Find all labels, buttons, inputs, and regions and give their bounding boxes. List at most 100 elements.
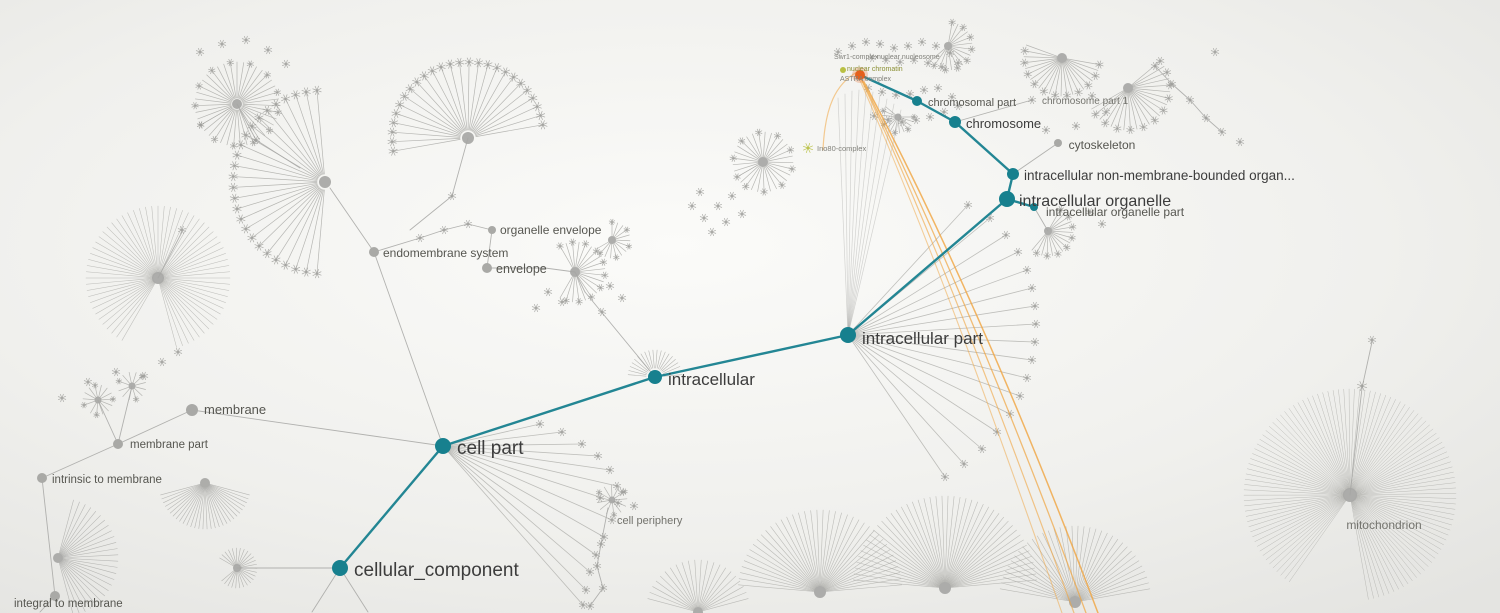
label-membrane[interactable]: membrane (204, 402, 266, 417)
fan-center-node[interactable] (758, 157, 768, 167)
node-cytoskeleton[interactable] (1054, 139, 1062, 147)
fan-center-node[interactable] (693, 607, 703, 613)
node-envelope[interactable] (482, 263, 492, 273)
collapsed-subtree-star-icon (911, 115, 921, 125)
node-endomembrane_system[interactable] (369, 247, 379, 257)
label-membrane_part[interactable]: membrane part (130, 439, 209, 451)
node-cell_part[interactable] (435, 438, 451, 454)
label-organelle_envelope[interactable]: organelle envelope (500, 223, 602, 237)
collapsed-subtree-star-icon (254, 241, 264, 251)
collapsed-subtree-star-icon (1164, 94, 1173, 103)
node-intracellular_organelle[interactable] (999, 191, 1015, 207)
collapsed-subtree-star-icon (903, 41, 913, 51)
fan-cluster (647, 559, 749, 613)
label-nuclear-chromatin: nuclear chromatin (847, 66, 903, 73)
collapsed-subtree-star-icon (1064, 213, 1073, 221)
fan-cluster (595, 484, 628, 519)
label-chromosomal_part[interactable]: chromosomal part (928, 97, 1016, 109)
collapsed-subtree-star-icon (500, 67, 511, 77)
label-cytoskeleton[interactable]: cytoskeleton (1069, 138, 1136, 152)
node-intracellular_part[interactable] (840, 327, 856, 343)
collapsed-subtree-star-icon (923, 58, 933, 68)
collapsed-subtree-star-icon (596, 250, 604, 257)
collapsed-subtree-star-icon (1027, 283, 1037, 293)
collapsed-subtree-star-icon (139, 371, 149, 381)
fan-center-node[interactable] (939, 582, 951, 594)
collapsed-subtree-star-icon (699, 213, 709, 223)
collapsed-subtree-star-icon (427, 66, 437, 76)
node-cellular_component[interactable] (332, 560, 348, 576)
node-integral_to_membrane[interactable] (50, 591, 60, 601)
collapsed-subtree-star-icon (1056, 205, 1065, 213)
collapsed-subtree-star-icon (595, 489, 603, 496)
collapsed-subtree-star-icon (1068, 234, 1076, 242)
highlighted-green-node[interactable] (840, 67, 846, 73)
label-cell_part[interactable]: cell part (457, 438, 524, 459)
collapsed-subtree-star-icon (575, 298, 583, 306)
collapsed-subtree-star-icon (1020, 58, 1029, 67)
collapsed-subtree-star-icon (483, 60, 493, 70)
node-intracellular_organelle_part[interactable] (1030, 203, 1038, 211)
collapsed-subtree-star-icon (592, 561, 602, 571)
collapsed-subtree-star-icon (312, 269, 322, 279)
label-integral_to_membrane[interactable]: integral to membrane (14, 598, 123, 610)
fan-center-node[interactable] (1123, 83, 1133, 93)
collapsed-subtree-star-icon (895, 57, 905, 67)
node-intrinsic_to_membrane[interactable] (37, 473, 47, 483)
collapsed-subtree-star-icon (1150, 61, 1160, 71)
label-non_membrane_organelle[interactable]: intracellular non-membrane-bounded organ… (1024, 168, 1295, 183)
collapsed-subtree-star-icon (195, 82, 203, 90)
collapsed-subtree-star-icon (897, 117, 907, 127)
label-envelope[interactable]: envelope (496, 262, 547, 276)
label-intracellular[interactable]: intracellular (668, 370, 755, 389)
label-endomembrane_system[interactable]: endomembrane system (383, 246, 508, 260)
fan-cluster (160, 478, 250, 530)
collapsed-subtree-star-icon (578, 600, 588, 610)
collapsed-subtree-star-icon (463, 219, 473, 229)
fan-center-node[interactable] (1057, 53, 1067, 63)
collapsed-subtree-star-icon (605, 281, 615, 291)
node-chromosomal_part[interactable] (912, 96, 922, 106)
label-intracellular_organelle[interactable]: intracellular organelle (1019, 193, 1171, 210)
fan-center-node[interactable] (814, 586, 826, 598)
collapsed-subtree-star-icon (115, 378, 123, 385)
collapsed-subtree-star-icon (953, 58, 963, 68)
collapsed-subtree-star-icon (953, 101, 963, 111)
collapsed-subtree-star-icon (945, 48, 955, 58)
node-intracellular[interactable] (648, 370, 662, 384)
fan-cluster (556, 238, 609, 306)
collapsed-subtree-star-icon (157, 357, 167, 367)
node-non_membrane_organelle[interactable] (1007, 168, 1019, 180)
collapsed-subtree-star-icon (1030, 79, 1039, 89)
node-nucleosome[interactable] (855, 70, 865, 80)
node-membrane_part[interactable] (113, 439, 123, 449)
node-organelle_envelope[interactable] (488, 226, 496, 234)
collapsed-subtree-star-icon (1101, 107, 1111, 117)
collapsed-subtree-star-icon (937, 62, 947, 72)
collapsed-subtree-star-icon (1095, 60, 1104, 69)
fan-center-node[interactable] (200, 478, 210, 488)
node-chromosome[interactable] (949, 116, 961, 128)
label-intracellular_part[interactable]: intracellular part (862, 329, 983, 348)
collapsed-subtree-star-icon (596, 284, 605, 292)
collapsed-subtree-star-icon (273, 88, 281, 96)
fan-center-node[interactable] (1069, 596, 1081, 608)
fan-center-node[interactable] (53, 553, 63, 563)
collapsed-subtree-star-icon (1027, 355, 1037, 365)
label-intrinsic_to_membrane[interactable]: intrinsic to membrane (52, 474, 162, 486)
collapsed-subtree-star-icon (1167, 79, 1177, 89)
fan-center-node[interactable] (944, 42, 952, 50)
label-astra-complex: ASTRA complex (840, 76, 891, 83)
fan-center-node[interactable] (319, 176, 331, 188)
collapsed-subtree-star-icon (1126, 125, 1135, 135)
label-intracellular_organelle_part[interactable]: intracellular organelle part (1046, 205, 1185, 219)
node-membrane[interactable] (186, 404, 198, 416)
collapsed-subtree-star-icon (419, 71, 429, 81)
fan-center-node[interactable] (608, 236, 616, 244)
collapsed-subtree-star-icon (1210, 47, 1220, 57)
label-cellular_component[interactable]: cellular_component (354, 560, 519, 581)
fan-center-node[interactable] (894, 113, 902, 121)
label-chromosome[interactable]: chromosome (966, 116, 1041, 131)
collapsed-subtree-star-icon (925, 112, 935, 122)
label-cell-periphery: cell periphery (617, 515, 683, 527)
